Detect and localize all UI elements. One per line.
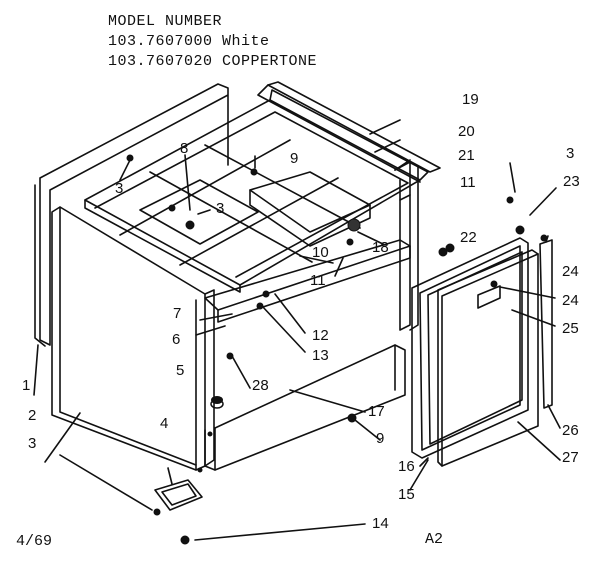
model-number-label: MODEL NUMBER [108,13,223,30]
callout-5: 5 [176,362,184,379]
callout-2: 2 [28,407,36,424]
callout-21: 21 [458,147,475,164]
callout-9-lower: 9 [376,430,384,447]
callout-9-upper: 9 [290,150,298,167]
callout-26: 26 [562,422,579,439]
leveling-bracket [154,479,203,511]
callout-3-top-center: 3 [216,200,224,217]
callout-24-lower: 24 [562,292,579,309]
door-panel [437,249,539,467]
callout-4: 4 [160,415,168,432]
page-code: A2 [425,531,444,548]
model-number-block: MODEL NUMBER 103.7607000 White 103.76070… [108,12,317,72]
side-rail [394,161,411,331]
callout-7: 7 [173,305,181,322]
callout-24-upper: 24 [562,263,579,280]
callout-25: 25 [562,320,579,337]
back-panel [39,83,229,346]
callout-10: 10 [312,244,329,261]
hinge-strip [539,239,553,409]
callout-28: 28 [252,377,269,394]
callout-13: 13 [312,347,329,364]
callout-16: 16 [398,458,415,475]
callout-15: 15 [398,486,415,503]
callout-8: 8 [180,140,188,157]
model-number-coppertone: 103.7607020 COPPERTONE [108,53,318,70]
callout-3-bottom-left: 3 [28,435,36,452]
callout-6: 6 [172,331,180,348]
callout-14: 14 [372,515,389,532]
top-rail [267,81,441,173]
callout-11-lower: 11 [310,272,326,289]
callout-18: 18 [372,239,389,256]
date-code: 4/69 [16,533,53,550]
callout-20: 20 [458,123,475,140]
callout-23: 23 [563,173,580,190]
door-liner [427,251,523,445]
callout-12: 12 [312,327,329,344]
callout-3-top-left: 3 [115,180,123,197]
door-frame [411,237,529,459]
callout-17: 17 [368,403,385,420]
callout-11-upper: 11 [460,174,476,191]
callout-1: 1 [22,377,30,394]
left-side-panel [51,206,206,471]
callout-22: 22 [460,229,477,246]
model-number-white: 103.7607000 White [108,33,270,50]
callout-19: 19 [462,91,479,108]
callout-27: 27 [562,449,579,466]
callout-3-right: 3 [566,145,574,162]
